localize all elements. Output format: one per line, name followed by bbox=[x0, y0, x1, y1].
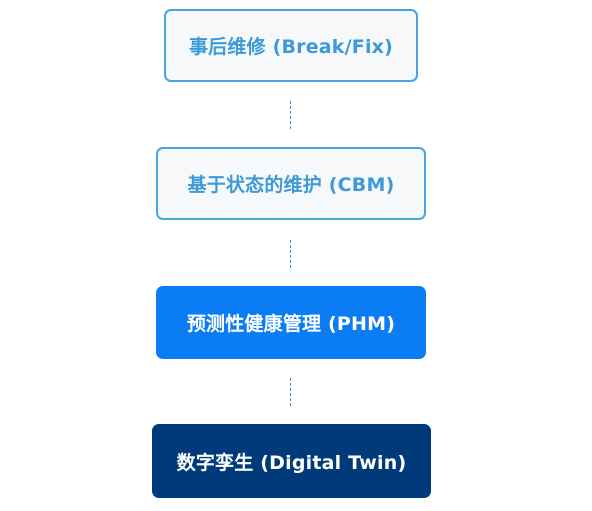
stage-label: 基于状态的维护 (CBM) bbox=[187, 174, 395, 196]
stage-label: 事后维修 (Break/Fix) bbox=[188, 36, 394, 58]
stage-label: 数字孪生 (Digital Twin) bbox=[176, 451, 407, 474]
stage-cbm-box: 基于状态的维护 (CBM) bbox=[156, 147, 426, 220]
dashed-connector bbox=[290, 240, 291, 268]
stage-phm-box: 预测性健康管理 (PHM) bbox=[156, 286, 426, 359]
stage-label: 预测性健康管理 (PHM) bbox=[186, 313, 396, 335]
dashed-connector bbox=[290, 101, 291, 129]
stage-break-fix-box: 事后维修 (Break/Fix) bbox=[164, 9, 418, 82]
dashed-connector bbox=[290, 378, 291, 406]
stage-digital-twin-box: 数字孪生 (Digital Twin) bbox=[152, 424, 431, 498]
